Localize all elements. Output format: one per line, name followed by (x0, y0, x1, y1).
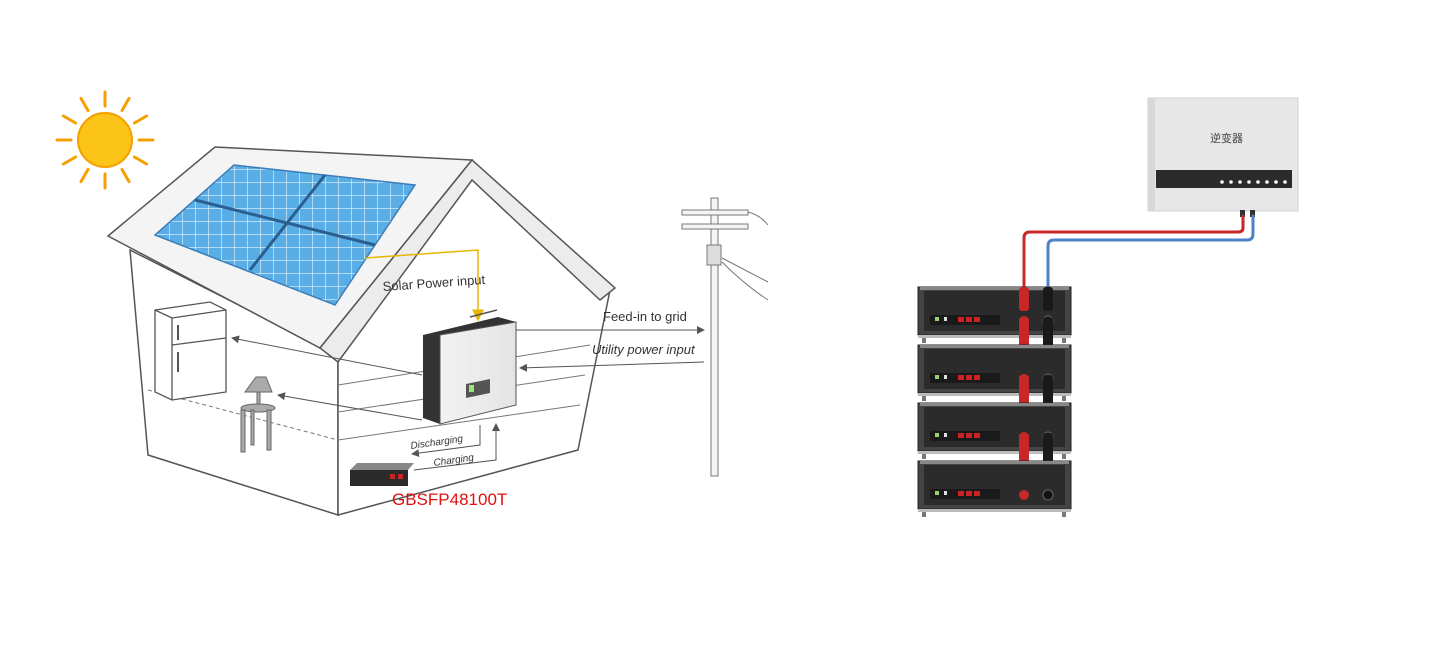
sun-icon (55, 90, 155, 190)
inverter-port-dot (1238, 180, 1242, 184)
positive-plug (1019, 287, 1029, 311)
battery-model-label: GBSFP48100T (392, 490, 507, 509)
inverter-port-dot (1283, 180, 1287, 184)
utility-pole-icon (681, 197, 769, 477)
stack-cables (1022, 214, 1255, 294)
appliance-supply-arrows (231, 335, 423, 421)
battery-stack-diagram: 逆变器 (917, 97, 1299, 517)
stack-inverter-label: 逆变器 (1210, 131, 1243, 145)
inverter-icon (423, 309, 517, 425)
battery-module (917, 402, 1072, 463)
stack-inverter (1147, 97, 1299, 217)
lamp-table-icon (240, 376, 276, 453)
battery-module (917, 460, 1072, 517)
solar-power-line (364, 249, 484, 322)
sun-ray (61, 155, 78, 166)
sun-ray (61, 114, 78, 125)
feed-in-label: Feed-in to grid (603, 309, 687, 324)
battery-flow-arrows (411, 423, 500, 471)
sun-ray (120, 167, 131, 184)
inverter-port-dot (1229, 180, 1233, 184)
battery-module (917, 344, 1072, 405)
inverter-port-dot (1256, 180, 1260, 184)
sun-ray (79, 167, 90, 184)
inverter-port-dot (1247, 180, 1251, 184)
sun-ray (132, 155, 149, 166)
battery-modules (917, 286, 1072, 517)
solar-power-label: Solar Power input (382, 272, 486, 294)
utility-power-label: Utility power input (592, 342, 696, 357)
sun-ray (79, 96, 90, 113)
house-diagram: Solar Power input (55, 90, 769, 517)
inverter-port-dot (1220, 180, 1224, 184)
inverter-port-dot (1274, 180, 1278, 184)
refrigerator-icon (154, 301, 227, 401)
home-battery-icon (350, 463, 414, 486)
negative-plug (1043, 287, 1053, 311)
sun-ray (132, 114, 149, 125)
sun-ray (120, 96, 131, 113)
grid-arrows (516, 326, 705, 372)
inverter-port-dot (1265, 180, 1269, 184)
solar-panel-array (153, 164, 417, 306)
